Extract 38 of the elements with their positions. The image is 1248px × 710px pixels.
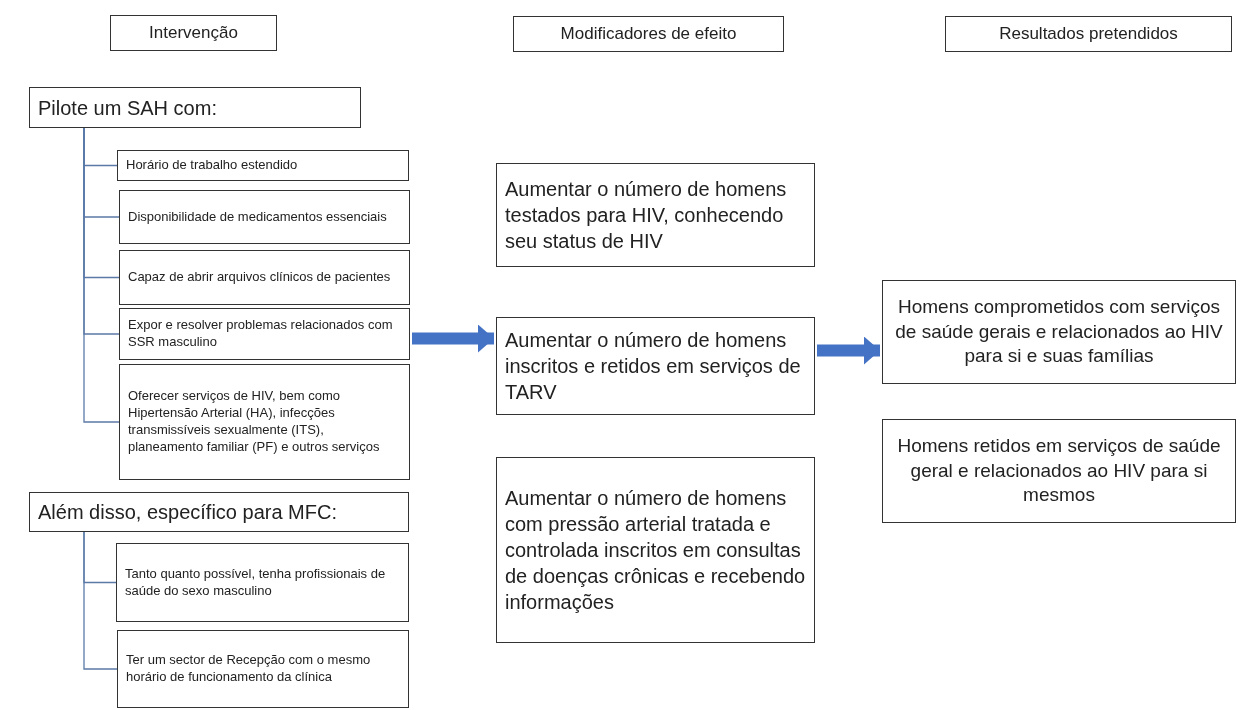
group-heading-box (29, 492, 409, 532)
item-box (116, 543, 409, 622)
item-box (117, 630, 409, 708)
effect-text: Aumentar o número de homens inscritos e retidos em serviços de TARV (504, 328, 802, 405)
item-text: Oferecer serviços de HIV, bem como Hipertensão Arterial (HA), infecções transmissíveis sexualmente (ITS), planeamento familiar (PF) e outros serviços (127, 388, 381, 456)
block-arrow (412, 324, 494, 353)
item-box (119, 190, 410, 244)
outcome-box (882, 280, 1236, 384)
effect-text: Aumentar o número de homens testados para HIV, conhecendo seu status de HIV (504, 177, 788, 254)
group-heading: Pilote um SAH com: (37, 95, 218, 121)
item-text: Ter um sector de Recepção com o mesmo horário de funcionamento da clínica (125, 652, 372, 686)
outcome-text: Homens comprometidos com serviços de saúde gerais e relacionados ao HIV para si e suas famílias (894, 294, 1224, 369)
item-box (119, 364, 410, 480)
heading-box (513, 16, 784, 52)
item-box (119, 250, 410, 305)
column-heading: Resultados pretendidos (998, 22, 1179, 45)
item-box (119, 308, 410, 360)
connector-line (83, 127, 120, 423)
item-text: Tanto quanto possível, tenha profissionais de saúde do sexo masculino (124, 565, 387, 600)
column-heading: Intervenção (148, 21, 239, 44)
group-heading: Além disso, específico para MFC: (37, 500, 338, 525)
effect-box (496, 457, 815, 643)
item-box (117, 150, 409, 181)
column-heading: Modificadores de efeito (559, 22, 738, 45)
effect-box (496, 163, 815, 267)
item-text: Horário de trabalho estendido (125, 157, 299, 174)
heading-box (110, 15, 277, 51)
heading-box (945, 16, 1232, 52)
effect-box (496, 317, 815, 415)
block-arrow (817, 336, 880, 365)
outcome-text: Homens retidos em serviços de saúde geral e relacionados ao HIV para si mesmos (896, 433, 1222, 508)
connector-line (83, 531, 118, 670)
group-heading-box (29, 87, 361, 128)
item-text: Disponibilidade de medicamentos essenciais (127, 208, 388, 226)
item-text: Capaz de abrir arquivos clínicos de pacientes (127, 269, 392, 286)
item-text: Expor e resolver problemas relacionados com SSR masculino (127, 317, 394, 351)
effect-text: Aumentar o número de homens com pressão arterial tratada e controlada inscritos em consultas de doenças crônicas e recebendo informações (504, 486, 807, 615)
outcome-box (882, 419, 1236, 523)
